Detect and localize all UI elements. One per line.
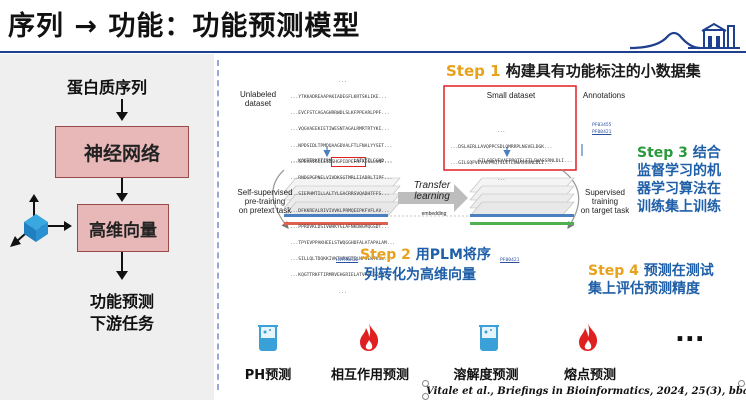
sup-line3: on target task xyxy=(580,206,630,215)
sup-line2: training xyxy=(591,197,619,206)
sequence-row: ...SIEPHMTILLALTYLGACRRSVQADHTFFS... xyxy=(290,192,390,198)
more-ellipsis: ... xyxy=(675,318,705,348)
arrow-down xyxy=(116,178,128,202)
sequence-row: ...TPYEVPPAKHEELSTWQGGHDFALATAPALAM... xyxy=(290,241,396,246)
beaker-icon xyxy=(479,325,499,351)
mask-box xyxy=(331,157,366,167)
annotations-label: Annotations xyxy=(582,91,626,100)
high-dim-vector-label: 高维向量 xyxy=(89,220,157,241)
finetune-curve-arrow xyxy=(561,169,580,229)
selfsup-line1: Self-supervised xyxy=(237,188,293,197)
arrow-down xyxy=(116,252,128,280)
sequence-row: ...VQGVAEEKIETIWESNTAGALRMRTRTYKI... xyxy=(290,127,390,133)
step1-title: Step 1 构建具有功能标注的小数据集 xyxy=(446,60,701,81)
flame-icon xyxy=(579,323,598,351)
step3-title: Step 3 结合 监督学习的机 器学习算法在 训练集上训练 xyxy=(637,144,721,216)
unlabeled-line2: dataset xyxy=(244,99,272,108)
embedding-label: embedding xyxy=(421,211,447,217)
sequence-row: ...RNDGPGPNELVIVDKSGTMRLIIADRLTIPF... xyxy=(290,176,393,182)
finetuned-model-stack xyxy=(469,177,575,225)
sequence-row: ...YTKKADREAAPAKIADEGFLKRTSKLIKE... xyxy=(290,95,387,101)
page-title: 序列 → 功能：功能预测模型 xyxy=(8,11,361,42)
masked-sequence: ...KQGTTRKFTIRM LATVTTLGGAD... xyxy=(290,159,393,164)
code-pf03455: PF03455 xyxy=(592,123,612,128)
neural-network-box: 神经网络 xyxy=(55,126,189,178)
selection-handle[interactable] xyxy=(422,380,429,387)
pipeline-figure xyxy=(272,85,583,229)
small-dataset-box xyxy=(443,85,577,171)
step4-text2: 集上评估预测精度 xyxy=(588,281,700,297)
pretrained-model-stack xyxy=(283,177,401,225)
supervised-label: Supervised training on target task xyxy=(574,188,636,215)
sequence-row: ...NPDSIDLTPMDQAAGDVALFTLFNALYYSET... xyxy=(290,143,393,149)
selection-handle[interactable] xyxy=(738,380,745,387)
transfer-arrow xyxy=(398,184,468,212)
sequence-row: ...KQGTTRKFTIRMRVEHGRIELATVTTLGGAD... xyxy=(290,273,393,279)
step2-title: Step 2 用PLM将序 列转化为高维向量 xyxy=(360,244,491,284)
labeled-sequences: ... ...DSLAERLLAVQPPCSDLQMRRPLNGVELDGK..… xyxy=(450,128,553,183)
high-dim-vector-box: 高维向量 xyxy=(77,204,169,252)
step2-number: Step 2 xyxy=(360,247,411,263)
step3-text1: 结合 xyxy=(692,145,721,161)
output-label-line2: 下游任务 xyxy=(89,314,154,333)
labeled-sequence-bottom: ...GILGQFVEVAEPRQTSLETLGWASSRNLDLI... xyxy=(470,159,573,164)
arrow-down xyxy=(116,99,128,121)
vector-axes-icon xyxy=(10,194,72,247)
small-dataset-label: Small dataset xyxy=(486,91,536,100)
sequence-row: ...DFKKREALRIVIVVKLPRMQEEPKFVFLAV... xyxy=(290,208,390,214)
step1-number: Step 1 xyxy=(446,62,501,80)
transfer-line2: learning xyxy=(414,191,450,202)
sequence-row: ...DSLAERLLAVQPPCSDLQMRRPLNGVELDGK... xyxy=(450,145,553,151)
step4-title: Step 4 预测在测试 集上评估预测精度 xyxy=(588,262,714,298)
sequence-row: ...GILGQFVEVAEPRQTSLETLGWASSRNLDLI... xyxy=(450,161,553,167)
unlabeled-line1: Unlabeled xyxy=(239,90,277,99)
unlabeled-dataset-label: Unlabeled dataset xyxy=(228,90,288,108)
output-label-line1: 功能预测 xyxy=(89,292,154,311)
selfsup-line3: on pretext task xyxy=(238,206,292,215)
beaker-icon xyxy=(258,325,278,351)
transfer-learning-label: Transfer learning xyxy=(402,180,462,202)
pretrain-curve-arrow xyxy=(272,169,289,229)
step4-text1: 预测在测试 xyxy=(643,263,714,279)
code-pf00421: PF00421 xyxy=(592,130,612,135)
flame-icon xyxy=(360,323,379,351)
task-solubility: 溶解度预测 xyxy=(453,368,519,383)
task-ph: PH预测 xyxy=(244,368,292,383)
transfer-line1: Transfer xyxy=(413,180,451,191)
step4-number: Step 4 xyxy=(588,263,639,279)
selfsup-label: Self-supervised pre-training on pretext … xyxy=(226,188,304,215)
selfsup-line2: pre-training xyxy=(244,197,286,206)
left-panel: 蛋白质序列 神经网络 高维向量 功能预测 下游任务 xyxy=(0,54,214,400)
step3-text3: 器学习算法在 xyxy=(637,181,721,197)
task-melting-point: 熔点预测 xyxy=(563,368,616,383)
task-interaction: 相互作用预测 xyxy=(330,368,409,383)
sequence-row: ...PPRDVKLDSIVWHKYGLAFNKDWGMQGSDT... xyxy=(290,224,390,230)
dashed-divider xyxy=(217,60,219,390)
step3-number: Step 3 xyxy=(637,145,688,161)
code-hvfhgrie: HVFHGRIE xyxy=(336,258,359,263)
university-logo xyxy=(629,22,740,50)
step3-text2: 监督学习的机 xyxy=(637,163,721,179)
header-divider xyxy=(0,51,746,53)
sequence-row: ...EVCFSTCAGAGHRRWDLSLKFPPEARLPPF... xyxy=(290,111,390,117)
citation: Vitale et al., Briefings in Bioinformati… xyxy=(426,386,746,397)
neural-network-label: 神经网络 xyxy=(83,142,160,165)
input-label: 蛋白质序列 xyxy=(66,78,147,97)
step3-text4: 训练集上训练 xyxy=(637,199,721,215)
sequence-row: ...SPEVHIGIEEIDSHGPIDPEFRFAEGLLVNF... xyxy=(290,159,393,165)
code-pf00421-bottom: PF00421 xyxy=(500,258,520,263)
step1-text: 构建具有功能标注的小数据集 xyxy=(505,62,701,80)
sup-line1: Supervised xyxy=(584,188,626,197)
step2-text2: 列转化为高维向量 xyxy=(364,267,476,283)
sequence-row: ...SILLQLTDQKKIVKTVPNETILNFSEWTKSL... xyxy=(290,257,393,263)
step2-text1: 用PLM将序 xyxy=(415,247,491,263)
unlabeled-sequences: ... ...YTKKADREAAPAKIADEGFLKRTSKLIKE... … xyxy=(290,78,396,295)
